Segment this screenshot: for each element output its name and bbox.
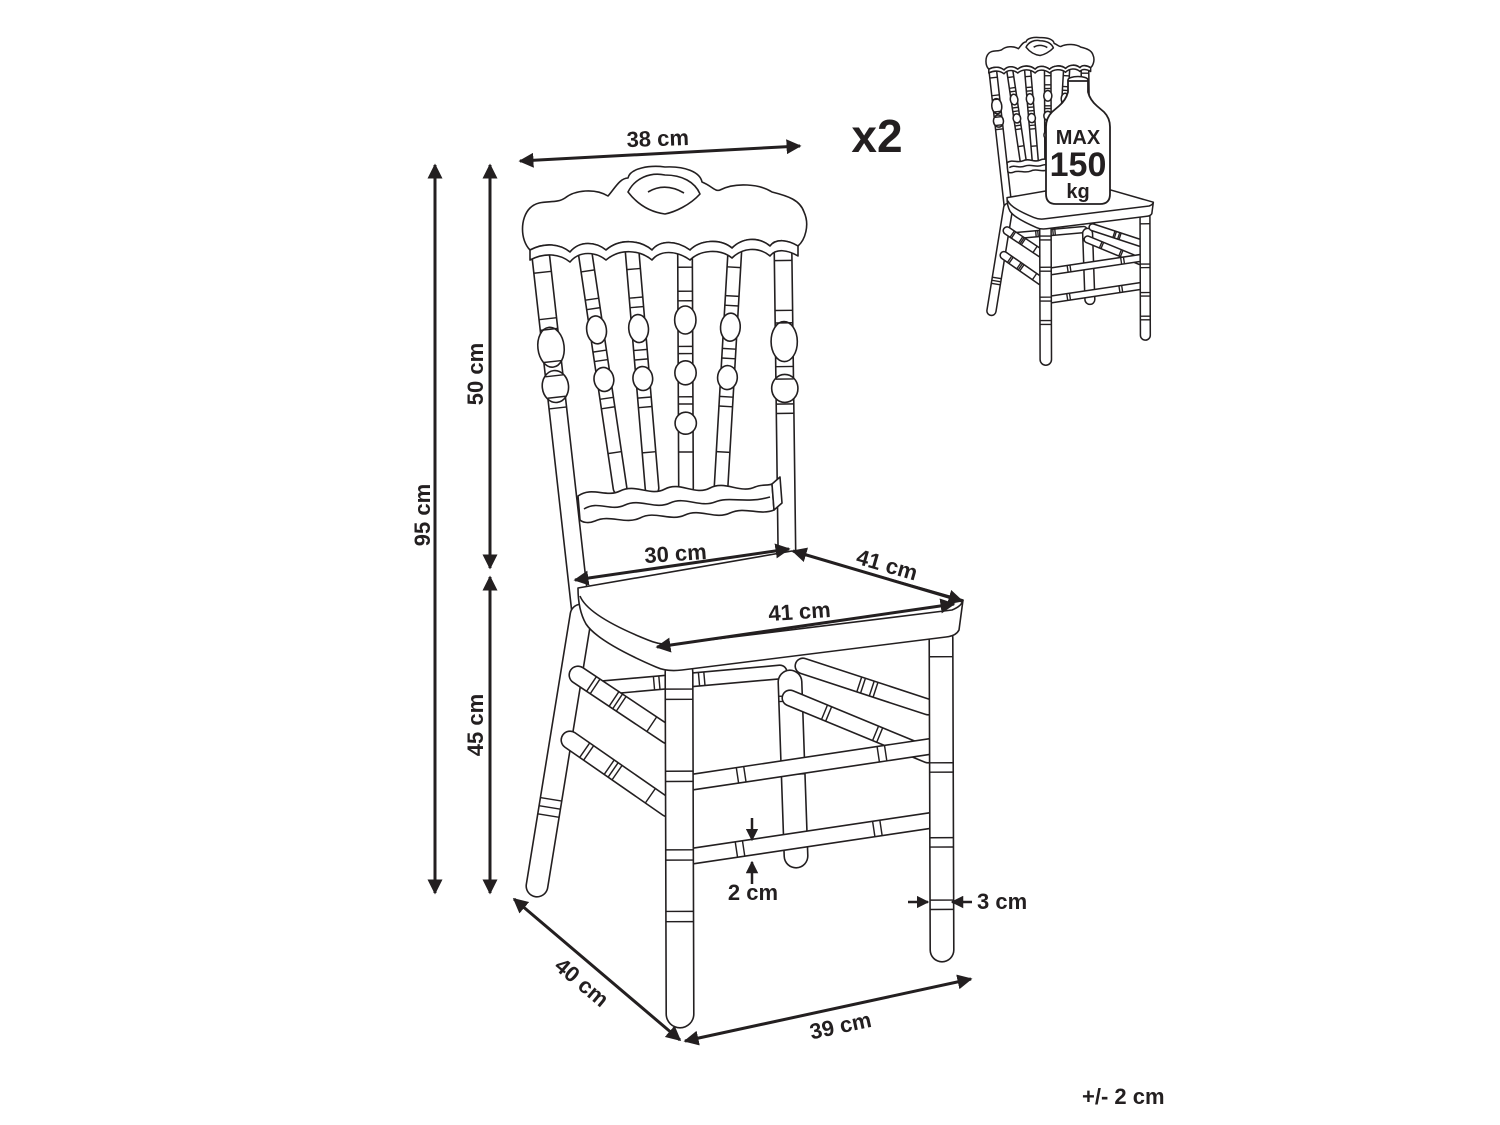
backrest-crest-face: [988, 64, 1092, 75]
right-side-stretcher: [1088, 223, 1145, 248]
front-left-leg: [664, 657, 695, 1029]
dimension-line-seat-back-width: [573, 543, 791, 586]
label-seat-height: 45 cm: [463, 694, 488, 756]
load-max-label: MAX: [1056, 127, 1101, 149]
label-stretcher-thickness: 2 cm: [728, 880, 778, 905]
back-splat-side: [771, 476, 783, 511]
rear-left-leg: [525, 603, 593, 898]
label-seat-back-width: 30 cm: [643, 539, 707, 568]
right-back-post: [770, 238, 799, 570]
label-base-depth: 40 cm: [550, 953, 614, 1012]
load-unit: kg: [1066, 181, 1089, 203]
back-splat-wave: [583, 496, 771, 510]
backrest-crest-face: [529, 238, 799, 263]
front-left-leg: [1038, 223, 1053, 366]
dimension-line-seat-front-width: [655, 598, 956, 653]
dimension-line-backrest-width: [518, 139, 802, 168]
weight-icon: MAX 150 kg: [1045, 75, 1111, 205]
left-back-post: [531, 248, 591, 625]
quantity-label: x2: [851, 110, 902, 162]
crest-cartouche-curl: [1033, 44, 1048, 49]
back-spindle: [577, 244, 628, 496]
crest-cartouche: [627, 173, 701, 215]
rear-left-leg: [986, 202, 1014, 317]
front-stretcher: [684, 811, 943, 865]
label-leg-thickness: 3 cm: [977, 889, 1027, 914]
left-back-post: [988, 67, 1013, 213]
back-spindle: [713, 240, 743, 496]
load-value: 150: [1050, 146, 1107, 184]
crest-cartouche: [1025, 39, 1055, 57]
left-side-stretcher: [999, 250, 1046, 286]
front-right-leg: [928, 625, 955, 963]
label-backrest-height: 50 cm: [463, 343, 488, 405]
front-right-leg: [1139, 210, 1152, 341]
front-stretcher: [684, 736, 949, 791]
seat: [1006, 182, 1155, 230]
left-side-stretcher: [1002, 226, 1046, 259]
back-spindle: [624, 242, 660, 496]
tolerance-note: +/- 2 cm: [1082, 1084, 1165, 1109]
back-spindle: [1005, 66, 1027, 164]
right-side-stretcher: [794, 657, 937, 716]
dimension-line-base-depth: [512, 897, 682, 1042]
dimension-line-seat-depth: [791, 547, 964, 605]
dimension-line-base-width: [683, 974, 973, 1046]
label-overall-height: 95 cm: [410, 484, 435, 546]
crest-cartouche-curl: [647, 186, 685, 194]
label-backrest-width: 38 cm: [626, 125, 689, 152]
seat-top-edge: [1007, 200, 1155, 220]
back-splat: [577, 483, 775, 524]
left-side-stretcher: [560, 730, 678, 818]
back-spindle: [1023, 65, 1039, 164]
left-side-stretcher: [568, 665, 678, 745]
back-spindle: [673, 239, 698, 497]
label-seat-front-width: 41 cm: [767, 597, 831, 626]
front-stretcher: [1046, 253, 1149, 276]
front-stretcher: [1046, 281, 1147, 304]
